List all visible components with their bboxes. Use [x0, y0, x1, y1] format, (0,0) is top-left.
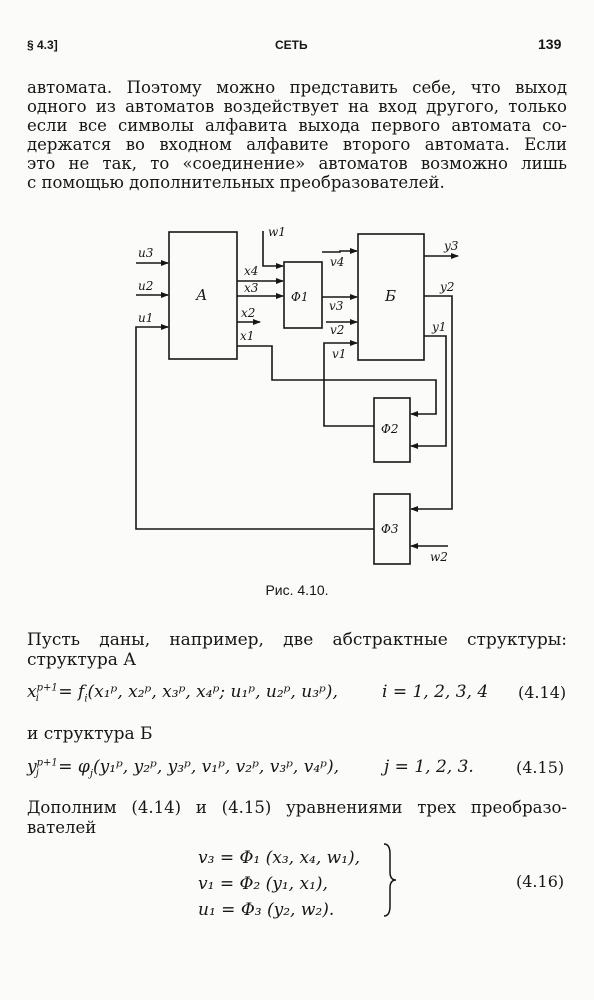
text-line: с помощью дополнительных преобразователе… [27, 173, 445, 192]
text-line: структура А [27, 650, 137, 670]
label-y2: y2 [439, 280, 454, 294]
label-v3: v3 [329, 299, 344, 313]
eq-line: v₃ = Φ₁ (x₃, x₄, w₁), [198, 848, 361, 868]
equation-4-15: yp+1j = φj(y₁ᵖ, y₂ᵖ, y₃ᵖ, v₁ᵖ, v₂ᵖ, v₃ᵖ,… [27, 757, 339, 780]
eq-lhs: y [27, 757, 37, 777]
eq-sup: p+1 [36, 682, 58, 694]
label-u1: u1 [138, 311, 153, 325]
label-block-phi1: Φ1 [291, 290, 308, 304]
text-line: одного из автоматов воздействует на вход… [27, 97, 567, 116]
eq-number: (4.14) [518, 683, 567, 702]
arrow-w1 [262, 231, 284, 269]
figure-caption: Рис. 4.10. [265, 582, 329, 598]
arrow-y1 [410, 335, 447, 449]
eq-sup: p+1 [36, 757, 58, 769]
text-line: Пусть даны, например, две абстрактные ст… [27, 630, 567, 650]
eq-line: u₁ = Φ₃ (y₂, w₂). [198, 900, 335, 920]
label-w1: w1 [268, 225, 286, 239]
label-block-phi2: Φ2 [381, 422, 398, 436]
label-v1: v1 [332, 347, 346, 361]
eq-range: i = 1, 2, 3, 4 [382, 682, 489, 702]
text-line: Дополним (4.14) и (4.15) уравнениями тре… [27, 798, 567, 817]
label-block-phi3: Φ3 [381, 522, 399, 536]
block-phi2 [373, 397, 411, 463]
eq-args: (x₁ᵖ, x₂ᵖ, x₃ᵖ, x₄ᵖ; u₁ᵖ, u₂ᵖ, u₃ᵖ), [87, 682, 338, 702]
brace [383, 843, 397, 917]
label-y1: y1 [431, 320, 446, 334]
eq-line: v₁ = Φ₂ (y₁, x₁), [198, 874, 328, 894]
arrow-u1 [135, 324, 374, 530]
eq-sub: j [35, 768, 39, 780]
running-title: СЕТЬ [275, 38, 308, 52]
block-phi1 [283, 261, 323, 329]
eq-sub: i [35, 693, 39, 705]
text-line: это не так, то «соединение» автоматов во… [27, 154, 567, 173]
paragraph-structures: Пусть даны, например, две абстрактные ст… [27, 630, 567, 670]
eq-range: j = 1, 2, 3. [384, 757, 474, 777]
label-v4: v4 [330, 255, 344, 269]
arrow-v4 [322, 248, 358, 254]
label-v2: v2 [330, 323, 344, 337]
eq-args: (y₁ᵖ, y₂ᵖ, y₃ᵖ, v₁ᵖ, v₂ᵖ, v₃ᵖ, v₄ᵖ), [92, 757, 339, 777]
text-line: вателей [27, 818, 97, 837]
text-line: автомата. Поэтому можно представить себе… [27, 78, 567, 97]
label-block-b: Б [384, 287, 396, 305]
label-w2: w2 [430, 550, 448, 564]
eq-lhs: x [27, 682, 37, 702]
text-line: если все символы алфавита выхода первого… [27, 116, 567, 135]
paragraph-intro: автомата. Поэтому можно представить себе… [27, 78, 567, 192]
label-block-a: А [195, 286, 207, 304]
section-ref: § 4.3] [27, 38, 58, 52]
paragraph-converters: Дополним (4.14) и (4.15) уравнениями тре… [27, 798, 567, 838]
label-u2: u2 [138, 279, 153, 293]
label-y3: y3 [443, 239, 459, 253]
label-x1: x1 [240, 329, 254, 343]
equation-4-14: xp+1i = fi(x₁ᵖ, x₂ᵖ, x₃ᵖ, x₄ᵖ; u₁ᵖ, u₂ᵖ,… [27, 682, 338, 705]
label-x4: x4 [244, 264, 258, 278]
eq-rhs: = f [58, 682, 85, 702]
block-diagram: А Φ1 Б Φ2 Φ3 u3 u2 u1 x4 x3 x2 x1 w1 v4 … [135, 225, 459, 565]
block-b [357, 233, 425, 361]
arrow-y2 [410, 295, 453, 512]
text-line: держатся во входном алфавите второго авт… [27, 135, 567, 154]
eq-number: (4.16) [516, 872, 565, 891]
label-u3: u3 [138, 246, 154, 260]
eq-number: (4.15) [516, 758, 565, 777]
equation-4-16: v₃ = Φ₁ (x₃, x₄, w₁), v₁ = Φ₂ (y₁, x₁), … [198, 845, 360, 923]
page-number: 139 [538, 36, 562, 52]
arrow-x1 [237, 345, 437, 417]
label-x2: x2 [241, 306, 255, 320]
eq-rhs: = φ [58, 757, 90, 777]
label-x3: x3 [244, 281, 259, 295]
arrow-v1 [323, 340, 374, 427]
paragraph-structure-b: и структура Б [27, 724, 153, 744]
